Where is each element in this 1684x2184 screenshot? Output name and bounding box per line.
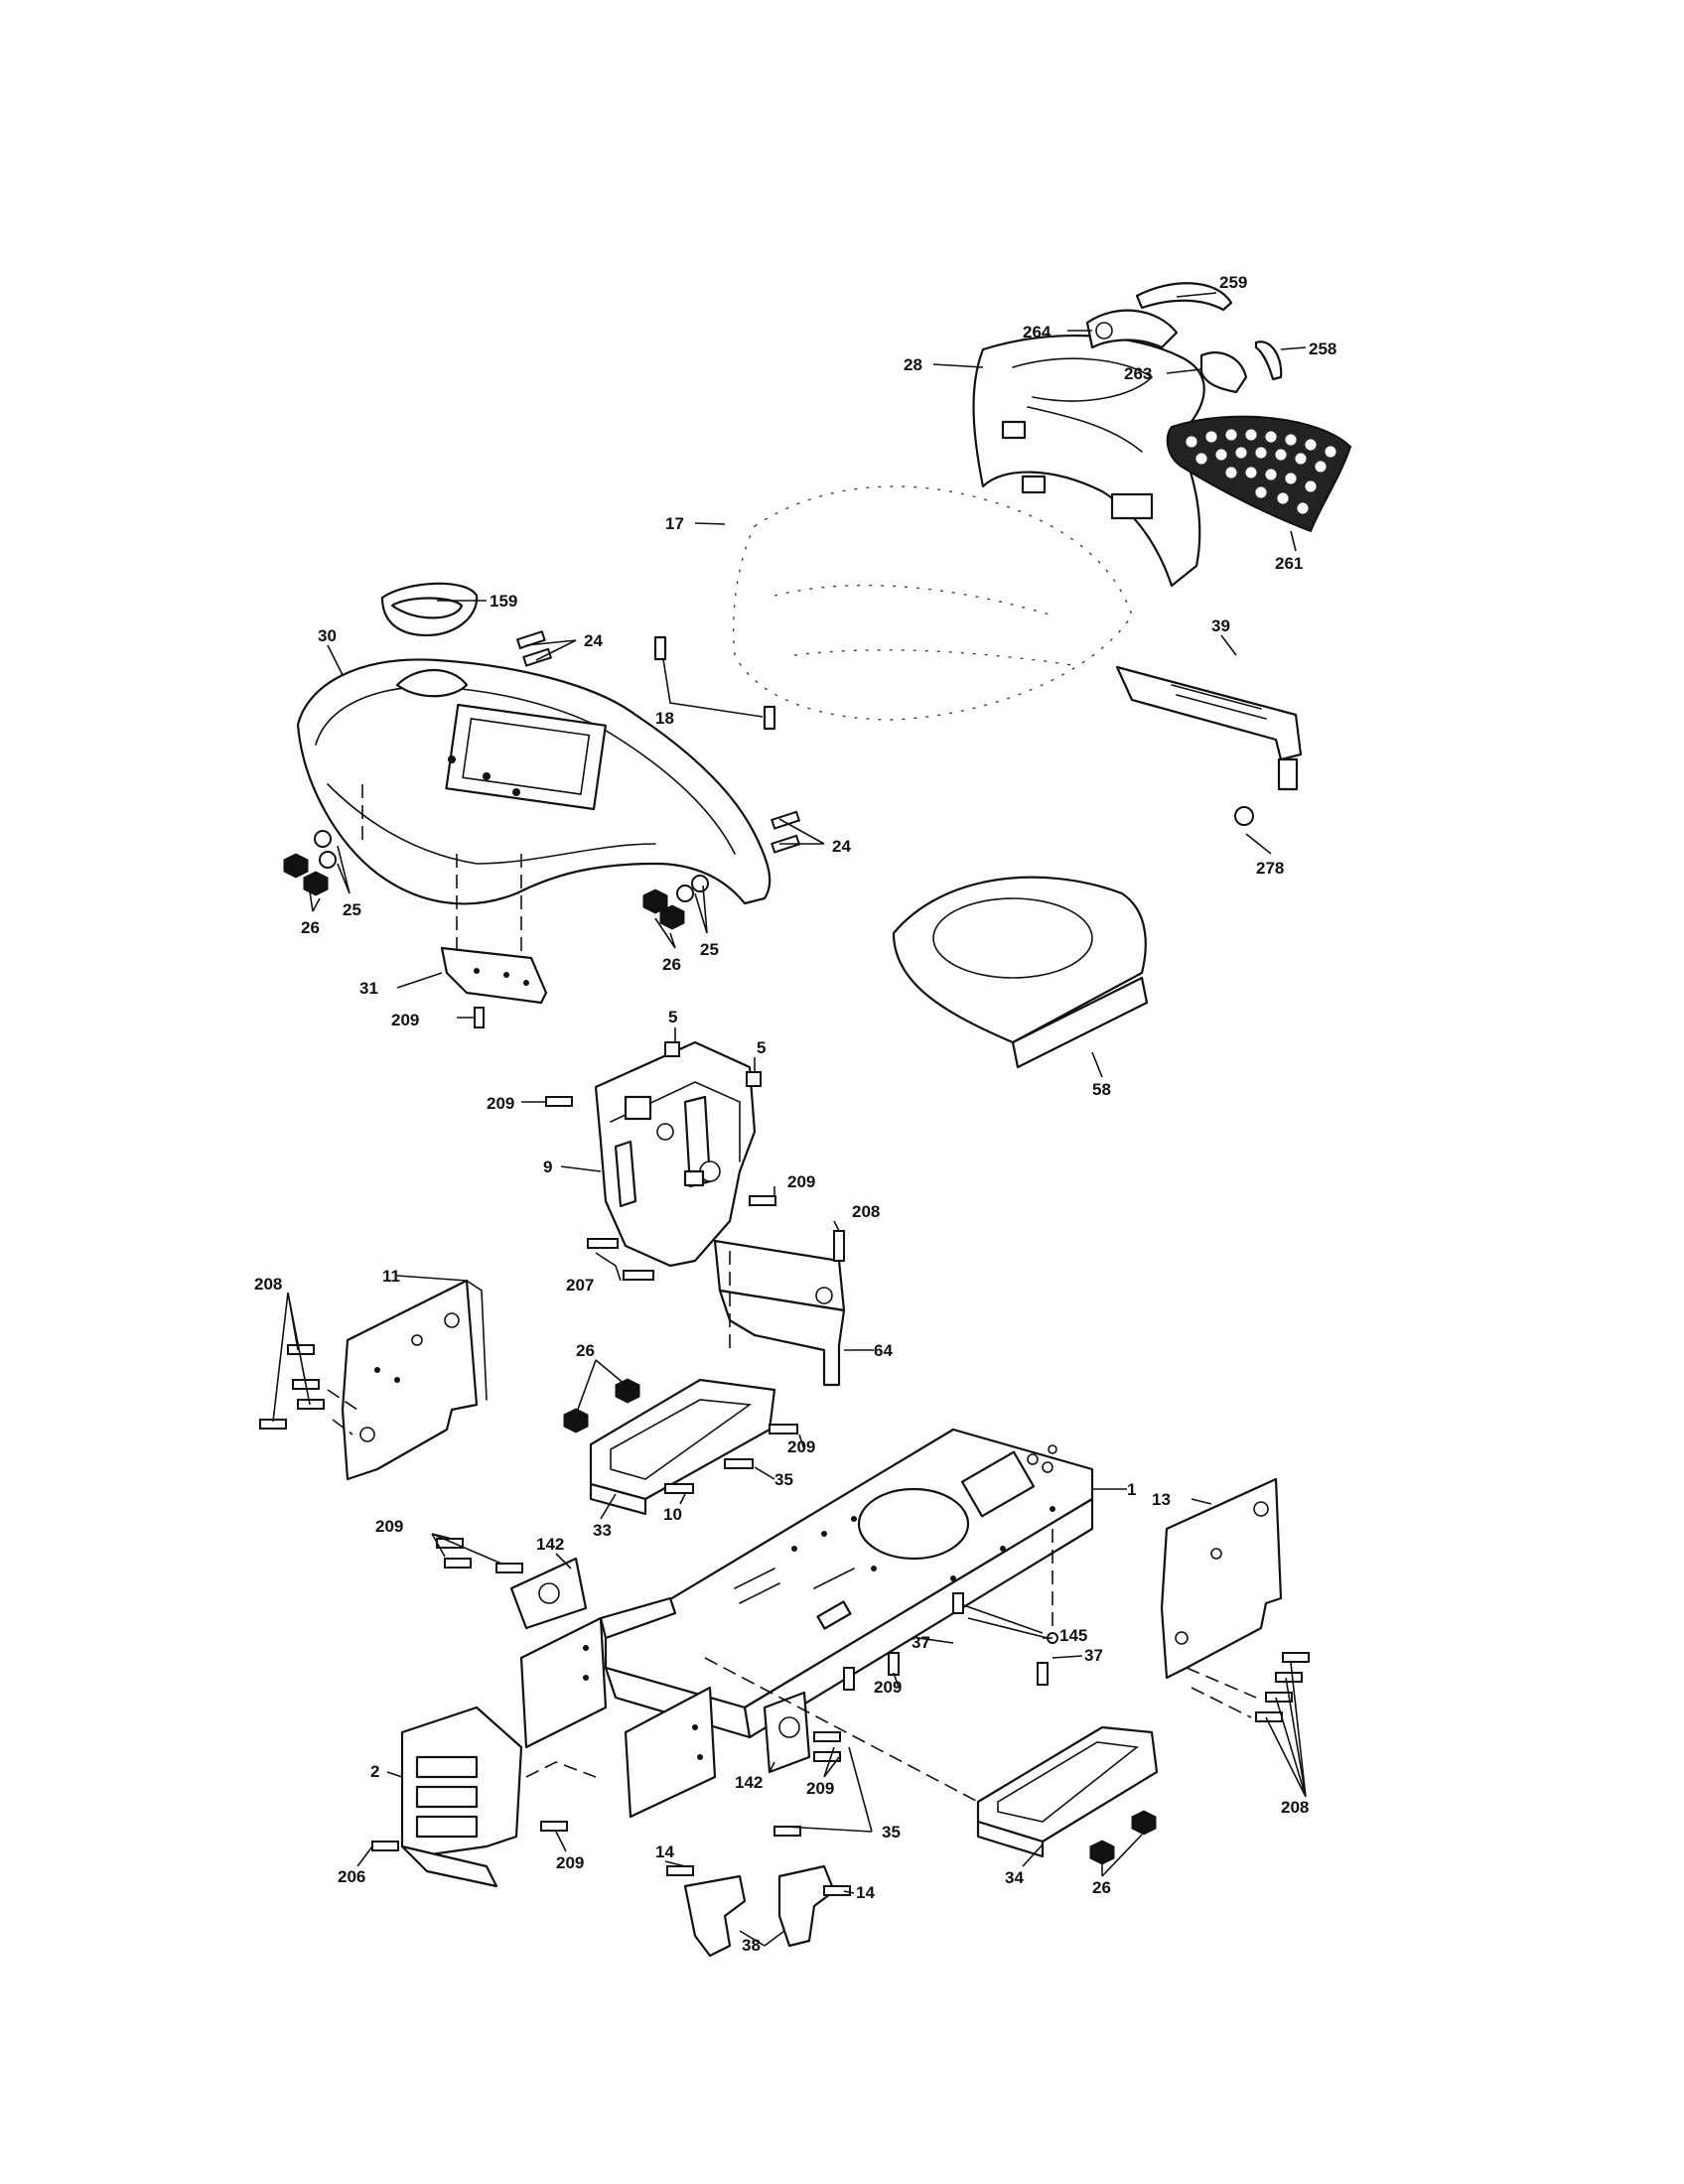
callout-26-c: 26 [576, 1341, 595, 1360]
callout-5-b: 5 [757, 1038, 766, 1057]
hood-assembly [733, 282, 1352, 721]
bracket-39 [1115, 665, 1303, 826]
grille-mesh [1185, 428, 1337, 515]
callout-34: 34 [1005, 1868, 1024, 1887]
side-plate-11 [259, 1279, 488, 1481]
pan-58 [892, 876, 1149, 1069]
callout-209-d: 209 [787, 1437, 815, 1456]
brackets-38 [666, 1826, 851, 1958]
callout-18: 18 [655, 709, 674, 728]
callout-39: 39 [1211, 616, 1230, 635]
callout-58: 58 [1092, 1080, 1111, 1099]
callout-159: 159 [490, 592, 517, 611]
callout-33: 33 [593, 1521, 612, 1540]
callout-258: 258 [1309, 340, 1336, 358]
callout-209-e: 209 [375, 1517, 403, 1536]
callout-31: 31 [359, 979, 378, 998]
callout-24-right: 24 [832, 837, 851, 856]
main-frame-1 [604, 1428, 1094, 1739]
callout-278: 278 [1256, 859, 1284, 878]
callout-14-a: 14 [655, 1843, 674, 1861]
callout-1: 1 [1127, 1480, 1136, 1499]
callout-209-h: 209 [556, 1853, 584, 1872]
leader-lines [272, 292, 1307, 1947]
callout-9: 9 [543, 1158, 552, 1176]
callout-labels: 259 264 258 28 263 261 17 159 30 24 18 3… [254, 273, 1336, 1955]
callout-264: 264 [1023, 323, 1052, 341]
callout-2: 2 [370, 1762, 379, 1781]
callout-37-a: 37 [912, 1633, 930, 1652]
callout-26-left: 26 [301, 918, 320, 937]
callout-37-b: 37 [1084, 1646, 1103, 1665]
callout-142-b: 142 [735, 1773, 763, 1792]
callout-5-a: 5 [668, 1008, 677, 1026]
callout-10: 10 [663, 1505, 682, 1524]
callout-209-a: 209 [391, 1011, 419, 1029]
hood-pins [653, 635, 776, 731]
rear-frame-plates [436, 1538, 1058, 1819]
callout-208-b: 208 [852, 1202, 880, 1221]
callout-14-b: 14 [856, 1883, 875, 1902]
dash-panel-9 [545, 1040, 776, 1281]
fender-assembly [296, 582, 772, 1028]
callout-209-f: 209 [874, 1678, 902, 1697]
footrest-34 [704, 1657, 1159, 1865]
callout-38: 38 [742, 1936, 761, 1955]
callout-209-g: 209 [806, 1779, 834, 1798]
callout-35-a: 35 [774, 1470, 793, 1489]
callout-263: 263 [1124, 364, 1152, 383]
callout-26-d: 26 [1092, 1878, 1111, 1897]
callout-35-b: 35 [882, 1823, 901, 1842]
callout-26-mid: 26 [662, 955, 681, 974]
callout-206: 206 [338, 1867, 365, 1886]
callout-11: 11 [382, 1267, 400, 1286]
callout-209-b: 209 [487, 1094, 514, 1113]
callout-142-a: 142 [536, 1535, 564, 1554]
callout-208-a: 208 [254, 1275, 282, 1294]
callout-259: 259 [1219, 273, 1247, 292]
callout-25-left: 25 [343, 900, 361, 919]
callout-261: 261 [1275, 554, 1303, 573]
callout-209-c: 209 [787, 1172, 815, 1191]
callout-24-top: 24 [584, 631, 603, 650]
callout-25-mid: 25 [700, 940, 719, 959]
callout-208-c: 208 [1281, 1798, 1309, 1817]
callout-64: 64 [874, 1341, 893, 1360]
callout-17: 17 [665, 514, 684, 533]
console-64 [713, 1230, 846, 1387]
callout-30: 30 [318, 626, 337, 645]
callout-207: 207 [566, 1276, 594, 1295]
callout-28: 28 [904, 355, 922, 374]
footrest-33 [563, 1378, 798, 1516]
rear-plate-2 [371, 1706, 597, 1888]
callout-145: 145 [1059, 1626, 1087, 1645]
callout-13: 13 [1152, 1490, 1171, 1509]
